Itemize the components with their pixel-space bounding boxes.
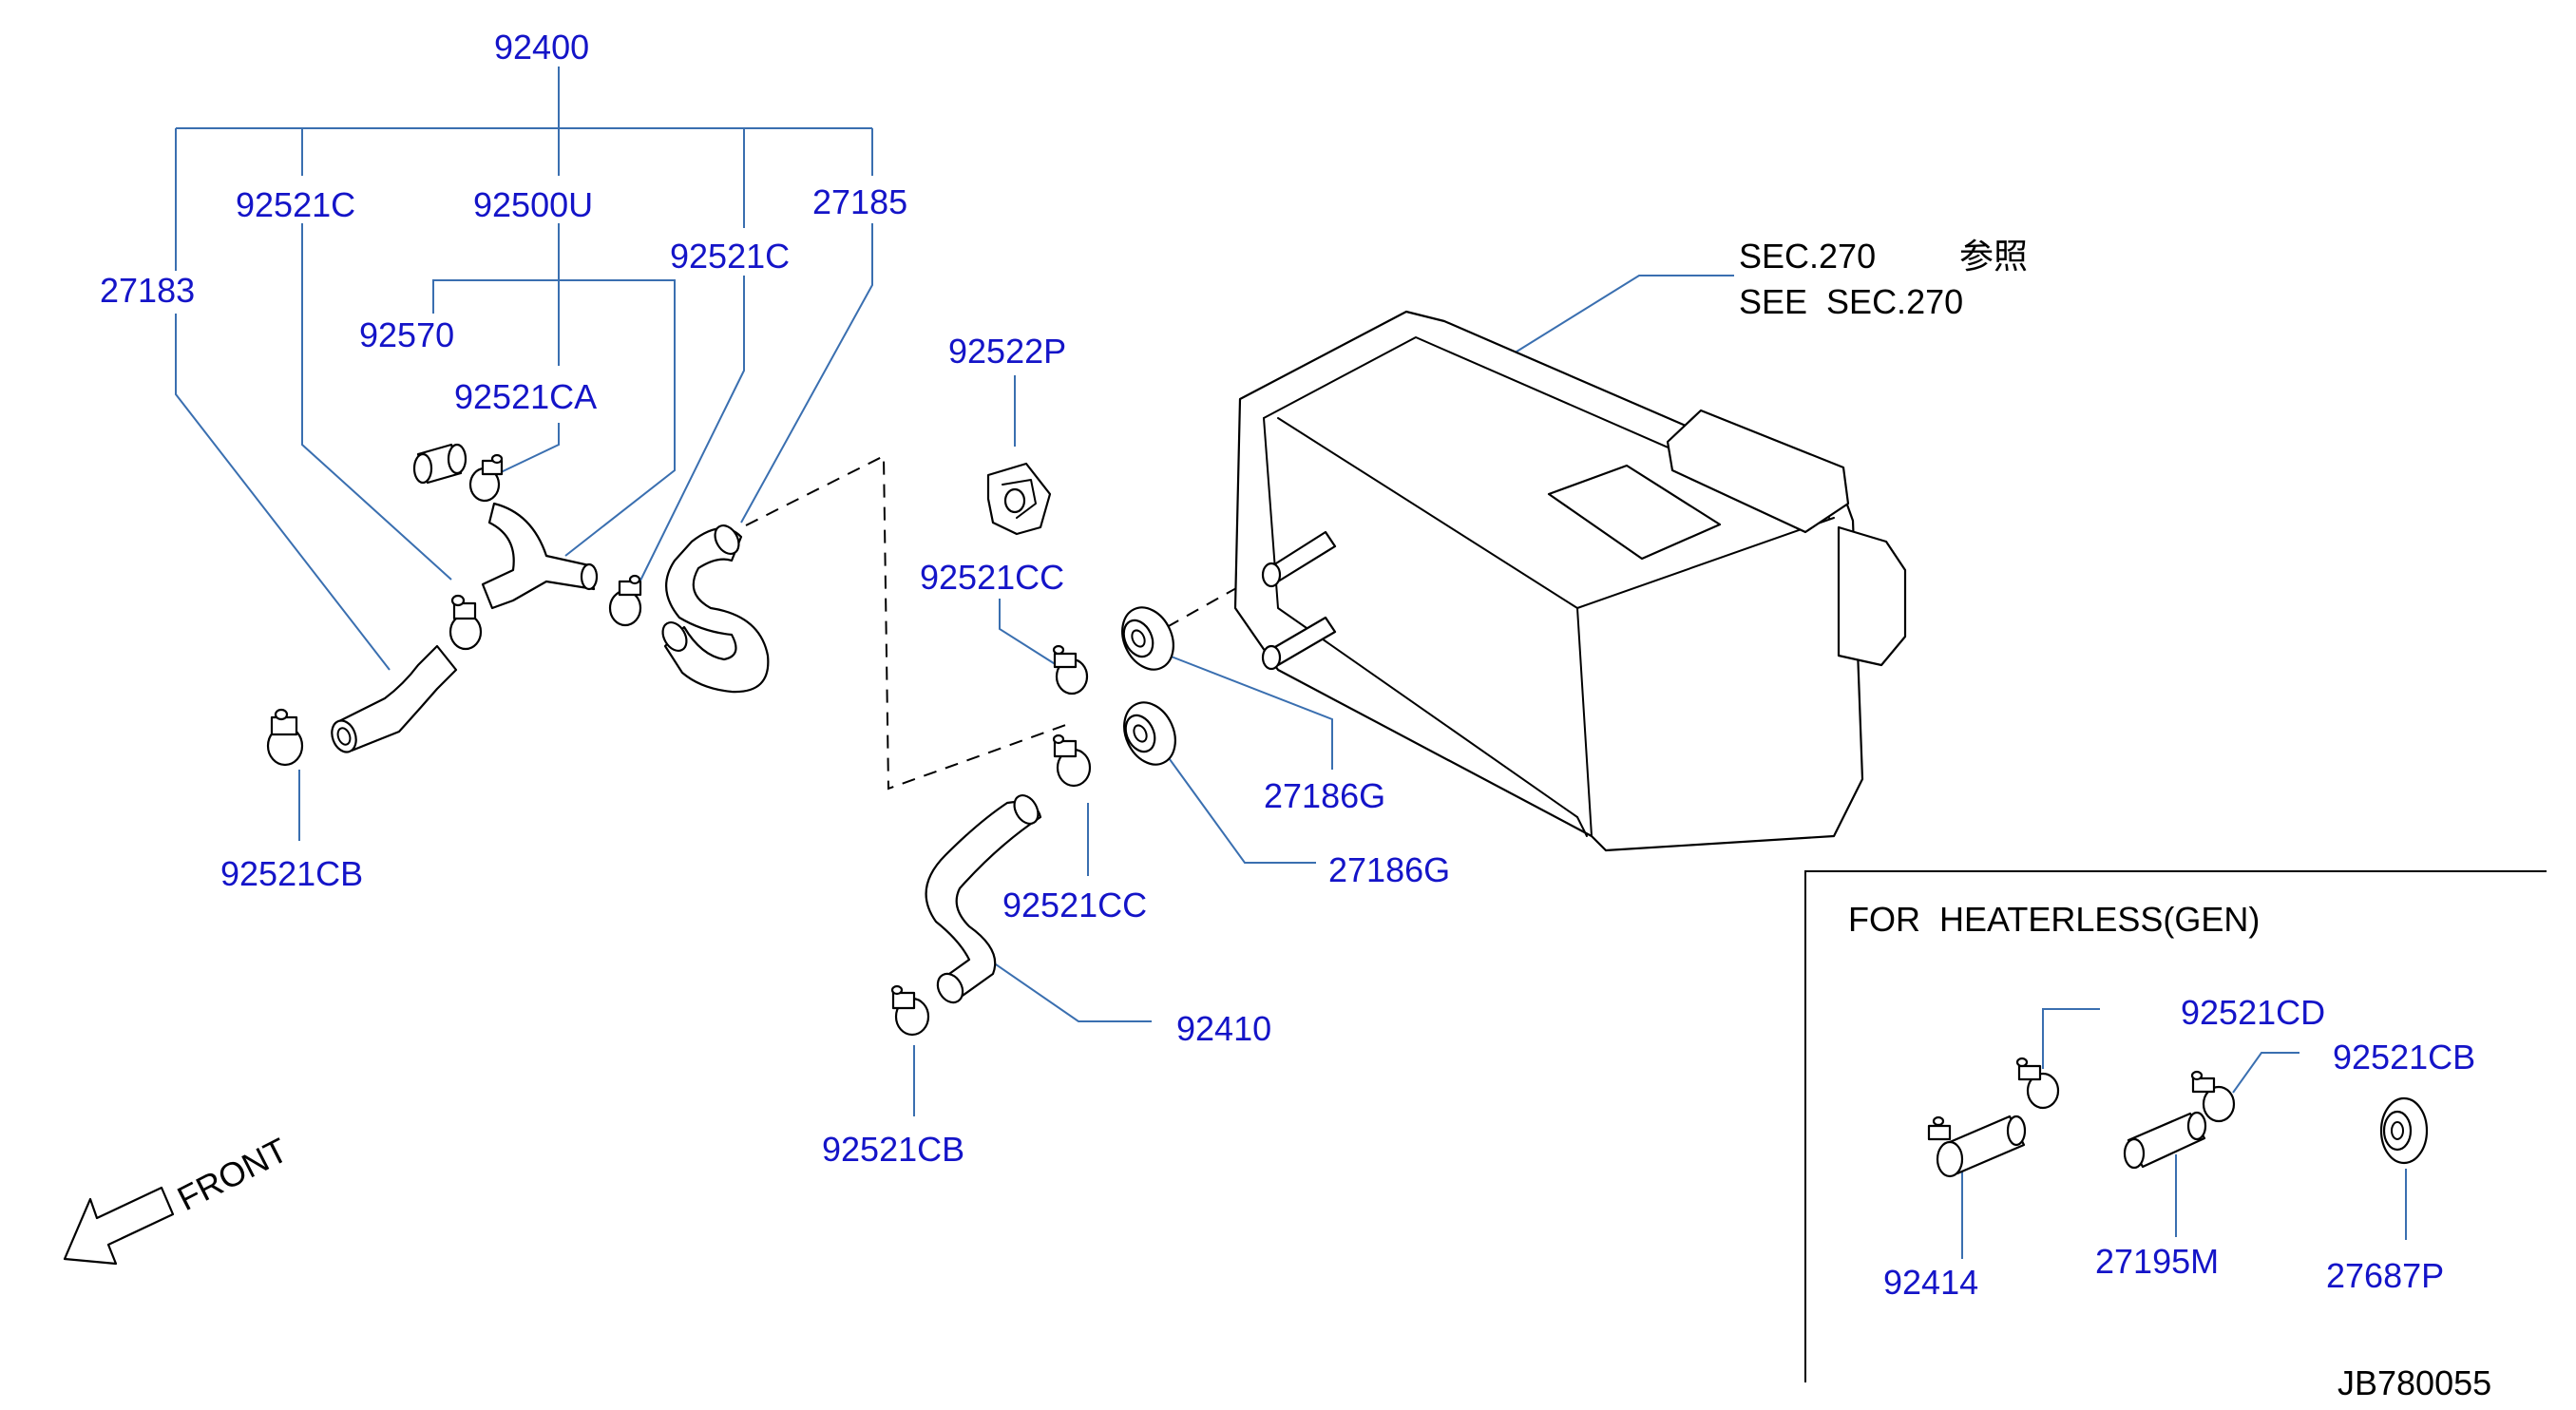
- clamp-92521c-left: [448, 594, 483, 651]
- hose-92410: [925, 793, 1042, 1004]
- label-27195m: 27195M: [2095, 1242, 2219, 1281]
- clamp-92521cc-upper: [1052, 644, 1089, 695]
- label-92410: 92410: [1176, 1009, 1271, 1048]
- clamp-92522p: [986, 462, 1052, 536]
- inset-pipe-92414: [1927, 1115, 2027, 1178]
- sec-reference-kanji: 参照: [1959, 237, 2028, 276]
- label-92521c-left: 92521C: [236, 185, 355, 224]
- clamp-92521ca: [468, 453, 504, 503]
- inset-title: FOR HEATERLESS(GEN): [1848, 900, 2260, 939]
- label-27185: 27185: [812, 182, 907, 221]
- hose-92500u: [481, 502, 599, 610]
- grommet-upper: [1121, 606, 1174, 671]
- clamp-92521c-right: [608, 574, 642, 627]
- label-92570: 92570: [359, 315, 454, 354]
- label-92500u: 92500U: [473, 185, 593, 224]
- part-labels: 92400 92521C 92500U 92521C 27185 27183 9…: [100, 28, 2475, 1302]
- label-92522p: 92522P: [948, 332, 1066, 371]
- clamp-92521cb-left: [266, 708, 304, 767]
- sec-reference-line1: SEC.270: [1739, 237, 1876, 276]
- label-92521cd: 92521CD: [2181, 993, 2325, 1032]
- inset-clamp-92521cd: [2015, 1057, 2060, 1110]
- sec-reference-line2: SEE SEC.270: [1739, 282, 1963, 321]
- inset-frame: [1804, 870, 2547, 1382]
- grommet-lower: [1123, 701, 1176, 766]
- label-92521cb-inset: 92521CB: [2333, 1038, 2475, 1077]
- label-92521cb-left: 92521CB: [220, 854, 363, 893]
- label-92414: 92414: [1883, 1263, 1978, 1302]
- label-27186g-lower: 27186G: [1328, 850, 1450, 889]
- label-92400: 92400: [494, 28, 589, 67]
- inset-tube-27195m: [2123, 1111, 2207, 1170]
- label-92521cb-mid: 92521CB: [822, 1130, 964, 1169]
- diagram-id: JB780055: [2337, 1363, 2491, 1402]
- hose-27185: [661, 524, 770, 694]
- clamp-92521cc-lower: [1052, 734, 1092, 788]
- front-arrow-icon: [63, 1186, 175, 1266]
- evap-canister: [1233, 310, 1907, 852]
- leader-lines: [175, 67, 2407, 1259]
- label-92521c-right: 92521C: [670, 237, 790, 276]
- hose-92570: [412, 443, 467, 485]
- label-27183: 27183: [100, 271, 195, 310]
- inset-clamp-92521cb: [2190, 1070, 2236, 1123]
- clamp-92521cb-mid: [890, 984, 930, 1037]
- label-27186g-upper: 27186G: [1264, 776, 1385, 815]
- dashed-connection-line: [745, 454, 1075, 791]
- label-92521cc-lower: 92521CC: [1002, 886, 1147, 924]
- label-92521cc-upper: 92521CC: [920, 558, 1064, 597]
- label-92521ca: 92521CA: [454, 377, 597, 416]
- front-label: FRONT: [171, 1130, 294, 1218]
- label-27687p: 27687P: [2326, 1256, 2444, 1295]
- hose-27183: [331, 644, 458, 753]
- inset-grommet-27687p: [2379, 1096, 2429, 1165]
